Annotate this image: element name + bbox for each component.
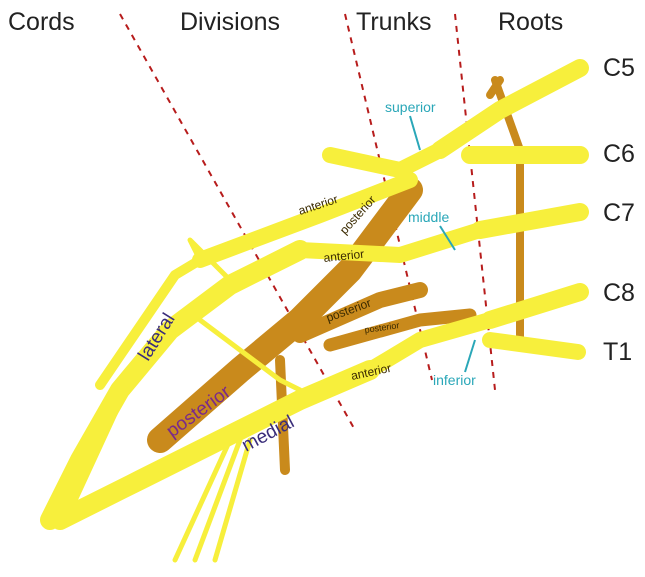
header-trunks: Trunks: [356, 8, 431, 36]
pointer-superior: [410, 116, 420, 150]
root-label-c5: C5: [603, 54, 635, 82]
root-c8: [490, 292, 580, 320]
pointer-inferior: [465, 340, 475, 372]
root-c5: [440, 68, 580, 150]
root-c7: [480, 212, 580, 230]
header-divisions: Divisions: [180, 8, 280, 36]
superior-trunk: [330, 150, 440, 170]
root-label-c8: C8: [603, 279, 635, 307]
root-label-c6: C6: [603, 140, 635, 168]
header-cords: Cords: [8, 8, 75, 36]
root-label-t1: T1: [603, 338, 632, 366]
trunk-label-inferior: inferior: [433, 372, 476, 388]
trunk-label-superior: superior: [385, 99, 436, 115]
root-t1: [490, 340, 578, 352]
root-label-c7: C7: [603, 199, 635, 227]
trunk-label-middle: middle: [408, 209, 449, 225]
header-roots: Roots: [498, 8, 563, 36]
